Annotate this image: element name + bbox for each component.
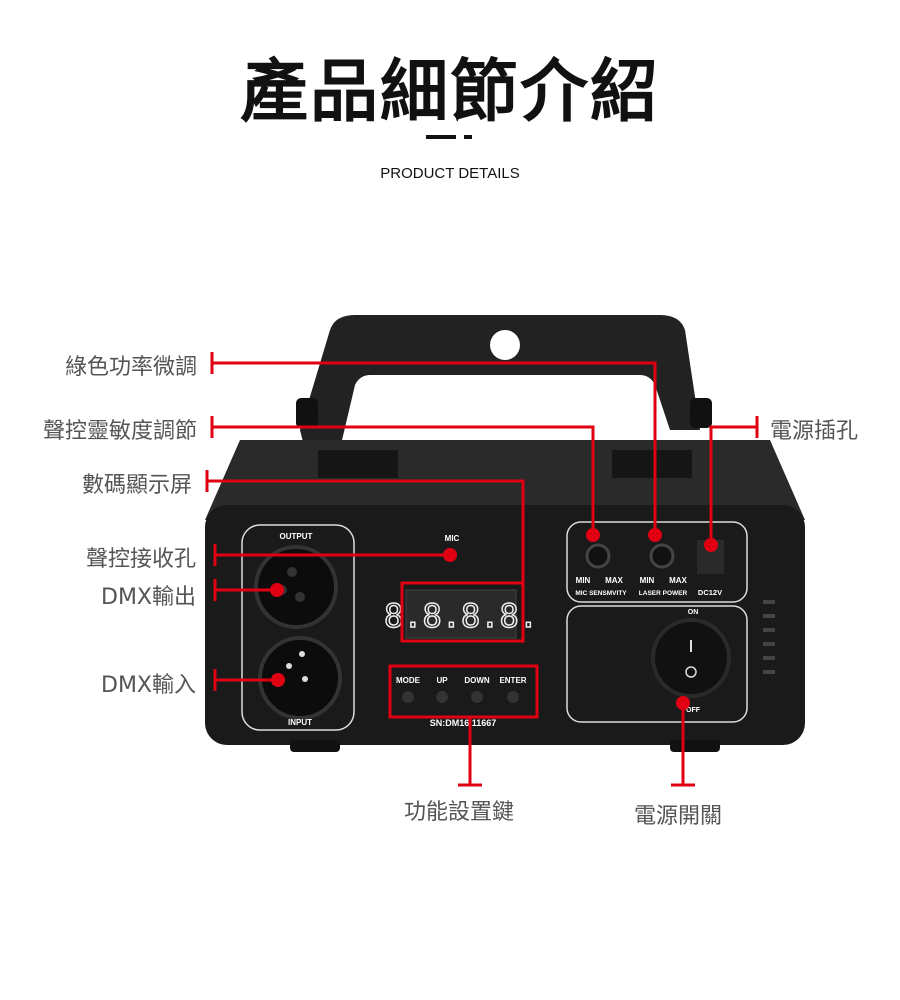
- xlr-panel: [241, 524, 355, 731]
- display-readout: 8.8.8.8.: [384, 597, 538, 635]
- callout-lines: [205, 352, 759, 787]
- callout-sound-sensitivity: 聲控靈敏度調節: [42, 419, 197, 444]
- mic-min-label: MIN: [576, 576, 591, 585]
- callout-function-keys: 功能設置鍵: [404, 800, 515, 825]
- callout-dmx-input: DMX輸入: [101, 673, 196, 698]
- dmx-output-connector[interactable]: [254, 545, 338, 629]
- page-subtitle: PRODUCT DETAILS: [380, 165, 520, 182]
- mode-button[interactable]: [402, 691, 414, 703]
- power-switch[interactable]: [651, 618, 731, 698]
- mic-label: MIC: [445, 534, 460, 543]
- down-button[interactable]: [471, 691, 483, 703]
- serial-number: SN:DM16 11667: [430, 718, 497, 728]
- up-label: UP: [436, 676, 448, 685]
- callout-digital-display: 數碼顯示屏: [81, 473, 192, 498]
- callout-power-jack: 電源插孔: [770, 419, 859, 444]
- callout-dmx-output: DMX輸出: [101, 585, 196, 610]
- bracket-hole: [490, 330, 520, 360]
- bracket-knob-left: [296, 398, 318, 428]
- laser-min-label: MIN: [640, 576, 655, 585]
- laser-power-knob[interactable]: [649, 543, 675, 569]
- mic-sensitivity-knob[interactable]: [585, 543, 611, 569]
- enter-button[interactable]: [507, 691, 519, 703]
- callout-green-power: 綠色功率微調: [64, 355, 197, 380]
- dc12v-label: DC12V: [698, 588, 722, 597]
- mic-max-label: MAX: [605, 576, 623, 585]
- down-label: DOWN: [464, 676, 490, 685]
- bracket-knob-right: [690, 398, 712, 428]
- mounting-bracket: [300, 315, 700, 470]
- title-divider-dot: [464, 135, 472, 139]
- callout-sound-receiver: 聲控接收孔: [85, 547, 196, 572]
- enter-label: ENTER: [499, 676, 526, 685]
- up-button[interactable]: [436, 691, 448, 703]
- laser-max-label: MAX: [669, 576, 687, 585]
- page-title: 產品細節介紹: [239, 53, 660, 132]
- knob-panel: [566, 521, 748, 603]
- output-label: OUTPUT: [280, 532, 313, 541]
- mode-label: MODE: [396, 676, 421, 685]
- input-label: INPUT: [288, 718, 312, 727]
- callout-power-switch: 電源開關: [634, 804, 723, 829]
- switch-panel: [566, 605, 748, 723]
- laser-power-label: LASER POWER: [639, 590, 688, 597]
- function-buttons: MODE UP DOWN ENTER: [396, 676, 527, 703]
- title-divider: [426, 135, 456, 139]
- off-label: OFF: [686, 707, 701, 714]
- digital-display: [405, 589, 517, 639]
- on-label: ON: [688, 609, 699, 616]
- dmx-input-connector[interactable]: [258, 636, 342, 720]
- mic-sensitivity-label: MIC SENSMVITY: [575, 590, 627, 597]
